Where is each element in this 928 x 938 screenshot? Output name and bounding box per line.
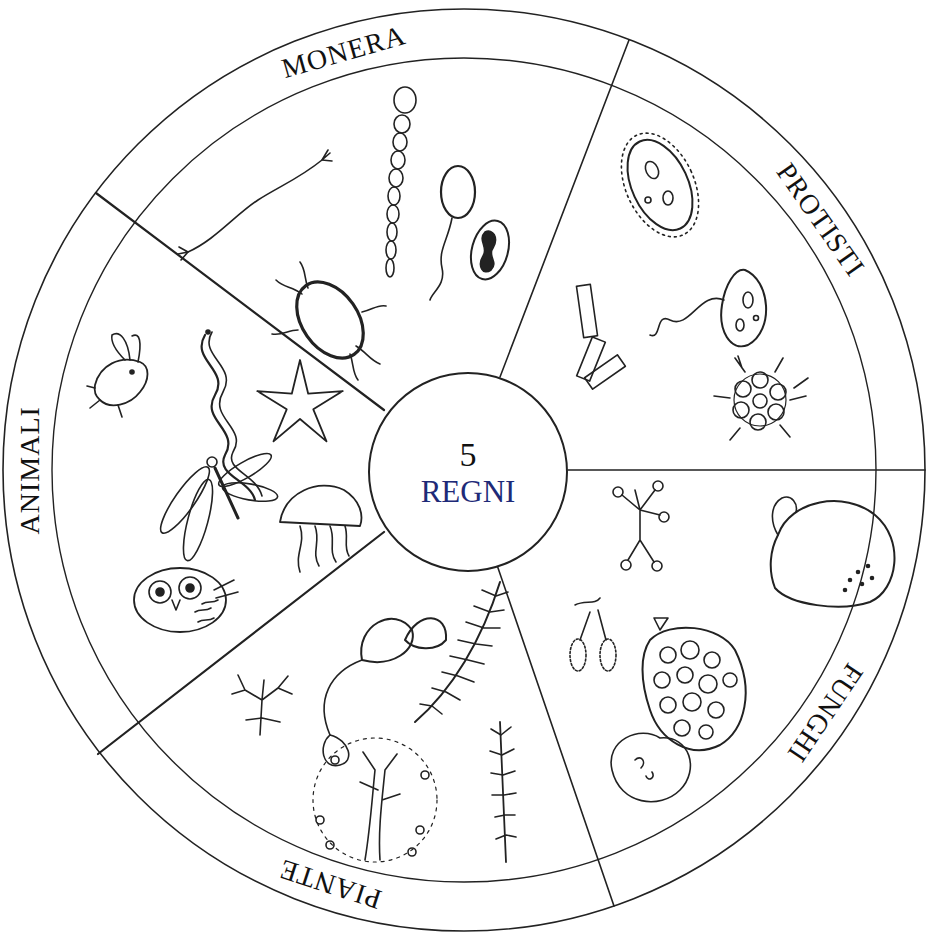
center-circle: 5REGNI [368,372,568,572]
monera-drawings [178,87,515,380]
kingdom-label-area: ANIMALI [15,406,43,535]
funghi-drawings [570,481,894,802]
kingdom-label-area: MONERA [279,21,410,83]
kingdom-label-area: PIANTE [275,854,384,913]
kingdom-name: PIANTE [275,854,384,913]
kingdom-name: ANIMALI [15,406,43,535]
animali-drawings [87,330,361,632]
kingdom-count: 5 [460,435,477,474]
center-title: REGNI [421,474,516,510]
kingdom-name: MONERA [279,21,410,83]
protisti-drawings [576,121,808,440]
wheel-outline [3,9,925,931]
piante-drawings [232,582,516,862]
